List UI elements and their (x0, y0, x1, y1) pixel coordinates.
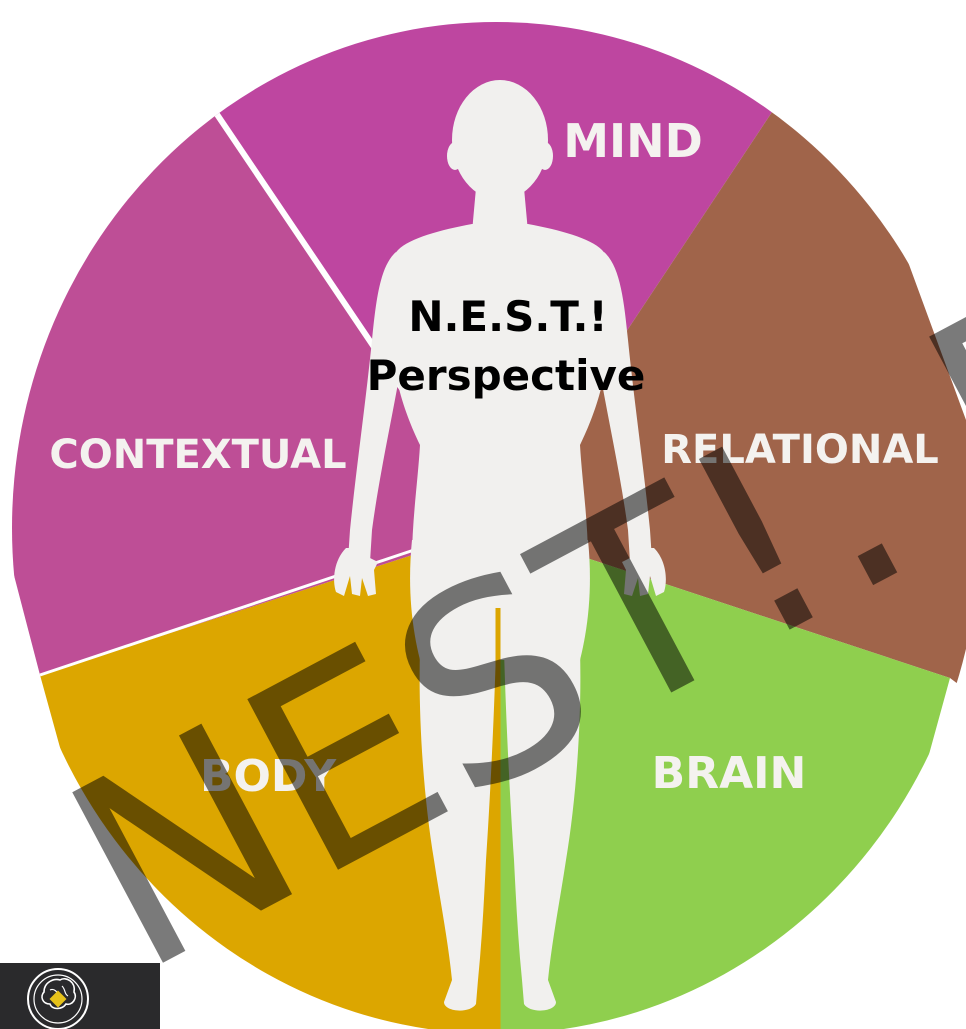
human-figure-icon (334, 80, 666, 1011)
label-mind: MIND (563, 114, 703, 168)
segment-contextual (12, 104, 496, 675)
label-contextual: CONTEXTUAL (49, 432, 346, 478)
center-title-line2: Perspective (367, 351, 646, 400)
center-title-line1: N.E.S.T.! (408, 292, 607, 341)
label-body: BODY (200, 751, 337, 802)
label-brain: BRAIN (652, 748, 807, 799)
logo-badge (0, 963, 160, 1029)
label-relational: RELATIONAL (661, 427, 939, 473)
segment-relational (496, 100, 966, 690)
brain-head-logo-icon (27, 968, 89, 1029)
